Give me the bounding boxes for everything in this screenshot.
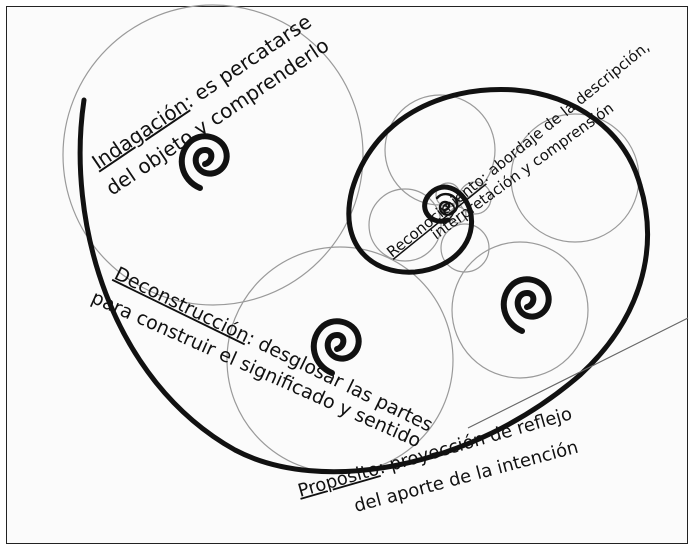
label-proposito: Propósito: proyección de reflejo del apo… [296, 403, 581, 517]
circle-proposito [451, 241, 589, 379]
spiral-icons [178, 133, 552, 376]
spiral-icon [178, 133, 230, 191]
tail-line [467, 317, 689, 429]
reconocimiento-line2: interpretación y comprensión [428, 99, 617, 243]
spiral-icon [435, 192, 459, 216]
svg-text:Reconocimiento: abordaje de la: Reconocimiento: abordaje de la descripci… [383, 38, 653, 261]
circle-inner-c [458, 181, 492, 215]
svg-text:Deconstrucción: desglosar las: Deconstrucción: desglosar las partes [111, 263, 436, 437]
circle-inner-b [440, 223, 490, 273]
guide-circles [62, 4, 640, 474]
label-reconocimiento: Reconocimiento: abordaje de la descripci… [383, 38, 653, 261]
deconstruccion-line2: para construir el significado y sentido [88, 286, 424, 452]
diagram-frame [6, 6, 688, 544]
spiral-icon [310, 318, 362, 376]
reconocimiento-rest: : abordaje de la descripción, [477, 38, 654, 186]
spiral-icon [500, 276, 552, 334]
circle-indagacion [62, 4, 364, 306]
circle-inner-a [368, 188, 442, 262]
